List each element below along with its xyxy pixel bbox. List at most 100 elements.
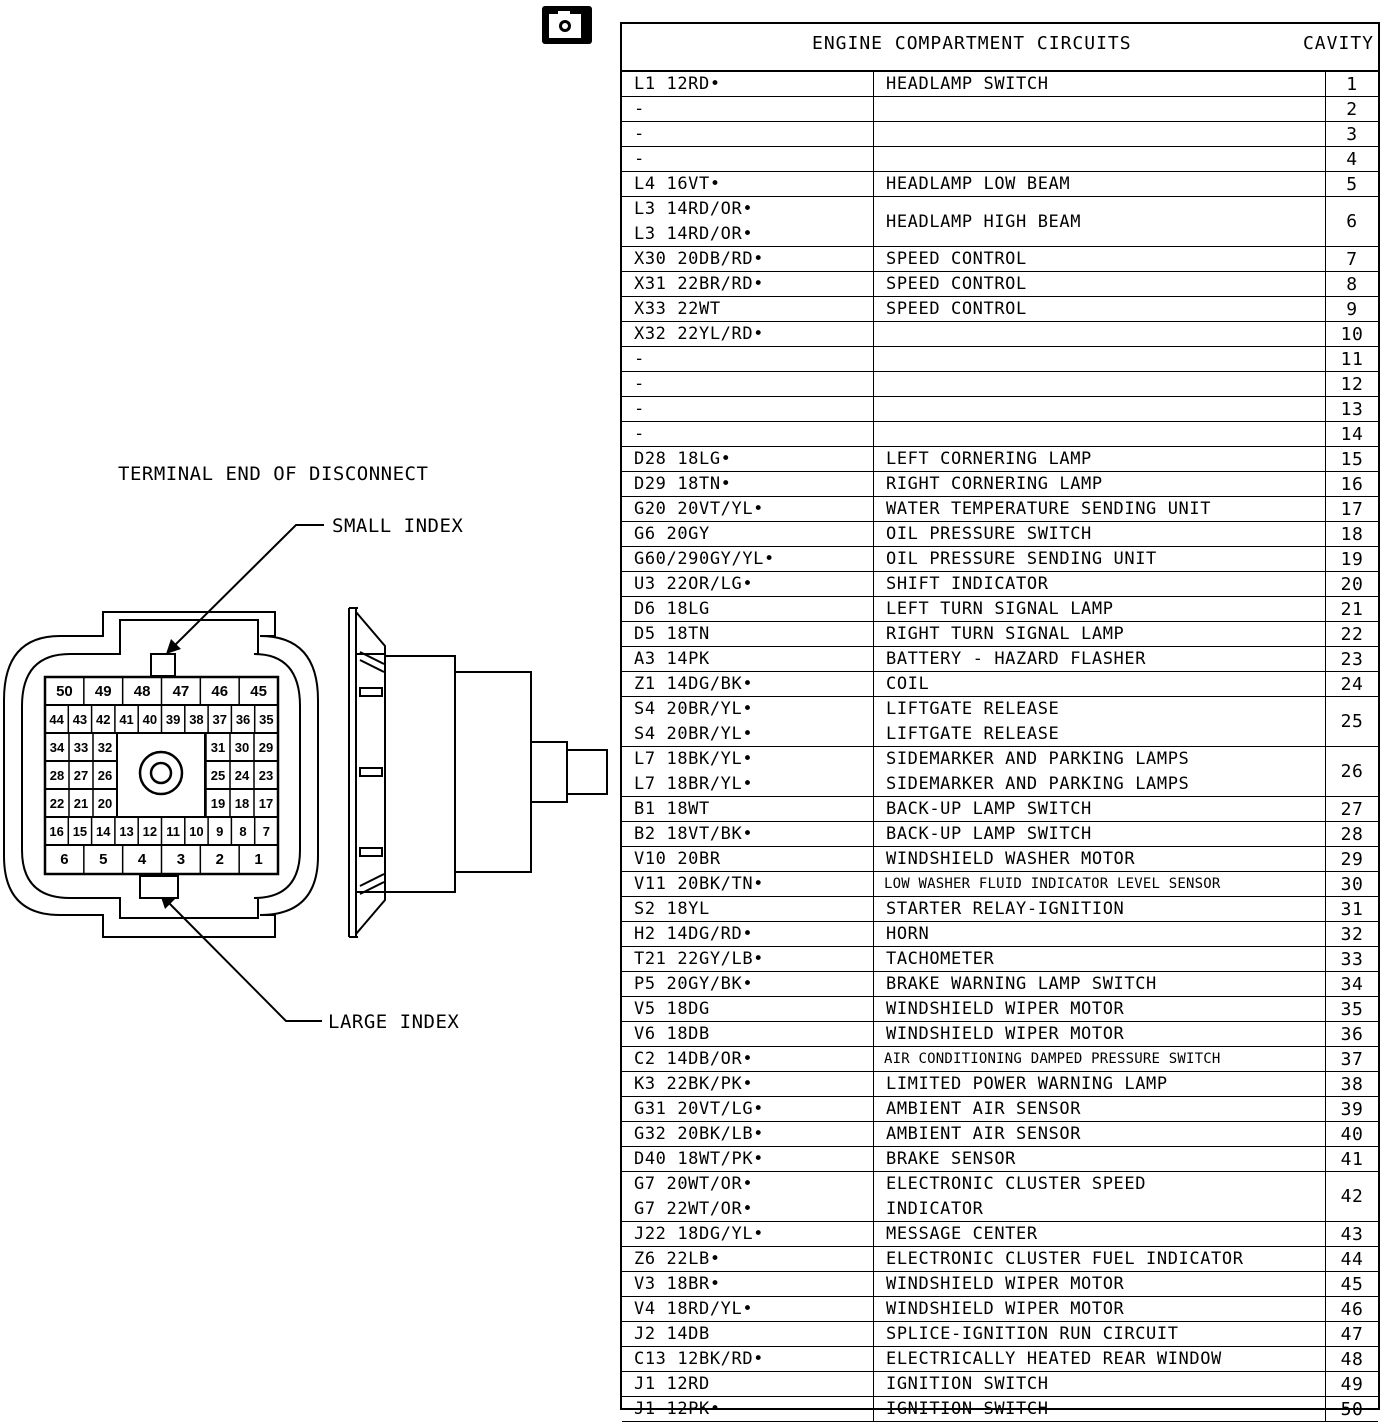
circuit-code: U3 22OR/LG• [634, 574, 754, 594]
circuit-cell: U3 22OR/LG• [622, 572, 874, 596]
cavity-number: 24 [1340, 674, 1364, 695]
cavity-number: 10 [1340, 324, 1364, 345]
cavity-number: 11 [1340, 349, 1364, 370]
cavity-number: 38 [1340, 1074, 1364, 1095]
table-row: K3 22BK/PK• LIMITED POWER WARNING LAMP 38 [622, 1072, 1378, 1097]
circuit-code: J2 14DB [634, 1324, 710, 1344]
function-cell: LIMITED POWER WARNING LAMP [874, 1072, 1326, 1096]
circuit-code: C13 12BK/RD• [634, 1349, 765, 1369]
pin-20: 20 [98, 796, 112, 811]
circuit-code: Z6 22LB• [634, 1249, 721, 1269]
function-text: BACK-UP LAMP SWITCH [886, 824, 1092, 844]
function-cell: ELECTRICALLY HEATED REAR WINDOW [874, 1347, 1326, 1371]
circuit-cell: - [622, 97, 874, 121]
circuit-code: H2 14DG/RD• [634, 924, 754, 944]
table-row: G32 20BK/LB•AMBIENT AIR SENSOR 40 [622, 1122, 1378, 1147]
table-row: - 11 [622, 347, 1378, 372]
circuit-code: P5 20GY/BK• [634, 974, 754, 994]
function-cell: OIL PRESSURE SWITCH [874, 522, 1326, 546]
circuit-cell: V10 20BR [622, 847, 874, 871]
circuit-code: L1 12RD• [634, 74, 721, 94]
pin-12: 12 [143, 824, 157, 839]
pin-31: 31 [211, 740, 225, 755]
function-cell: RIGHT CORNERING LAMP [874, 472, 1326, 496]
function-text: WINDSHIELD WASHER MOTOR [886, 849, 1136, 869]
cavity-number: 43 [1340, 1224, 1364, 1245]
pin-24: 24 [235, 768, 250, 783]
function-text: IGNITION SWITCH [886, 1374, 1049, 1394]
cavity-number: 14 [1340, 424, 1364, 445]
function-text: LEFT CORNERING LAMP [886, 449, 1092, 469]
function-text: AMBIENT AIR SENSOR [886, 1099, 1082, 1119]
circuit-cell: G32 20BK/LB• [622, 1122, 874, 1146]
circuit-code: X33 22WT [634, 299, 721, 319]
pin-25: 25 [211, 768, 225, 783]
circuit-code: K3 22BK/PK• [634, 1074, 754, 1094]
pin-26: 26 [98, 768, 112, 783]
function-text: HEADLAMP HIGH BEAM [886, 211, 1082, 232]
cavity-number: 37 [1340, 1049, 1364, 1070]
cavity-number: 2 [1346, 99, 1358, 120]
circuit-cell: L3 14RD/OR•L3 14RD/OR• [622, 197, 874, 246]
function-cell: AMBIENT AIR SENSOR [874, 1122, 1326, 1146]
function-cell: BRAKE SENSOR [874, 1147, 1326, 1171]
circuit-cell: D5 18TN [622, 622, 874, 646]
circuit-code: L4 16VT• [634, 174, 721, 194]
cavity-number: 40 [1340, 1124, 1364, 1145]
circuit-cell: X30 20DB/RD• [622, 247, 874, 271]
circuit-code: S4 20BR/YL• [634, 724, 754, 744]
function-text: WINDSHIELD WIPER MOTOR [886, 1274, 1125, 1294]
function-text: COIL [886, 674, 930, 694]
circuit-code: X31 22BR/RD• [634, 274, 765, 294]
function-text: MESSAGE CENTER [886, 1224, 1038, 1244]
circuit-cell: K3 22BK/PK• [622, 1072, 874, 1096]
table-row: C13 12BK/RD• ELECTRICALLY HEATED REAR WIN… [622, 1347, 1378, 1372]
cavity-number: 17 [1340, 499, 1364, 520]
function-cell: COIL [874, 672, 1326, 696]
function-cell [874, 397, 1326, 421]
pin-22: 22 [50, 796, 64, 811]
pin-28: 28 [50, 768, 64, 783]
cavity-number: 45 [1340, 1274, 1364, 1295]
circuit-code: - [634, 124, 645, 144]
pin-42: 42 [96, 712, 110, 727]
circuit-cell: B2 18VT/BK• [622, 822, 874, 846]
cavity-number: 46 [1340, 1299, 1364, 1320]
function-cell: WATER TEMPERATURE SENDING UNIT [874, 497, 1326, 521]
pin-5: 5 [99, 851, 107, 868]
table-row: X32 22YL/RD•10 [622, 322, 1378, 347]
pin-11: 11 [166, 824, 180, 839]
cavity-number: 8 [1346, 274, 1358, 295]
circuit-cell: G31 20VT/LG• [622, 1097, 874, 1121]
pin-43: 43 [73, 712, 87, 727]
cavity-number: 27 [1340, 799, 1364, 820]
function-text: WATER TEMPERATURE SENDING UNIT [886, 499, 1212, 519]
connector-inner-outline [21, 619, 301, 919]
circuit-code: V3 18BR• [634, 1274, 721, 1294]
function-text: RIGHT CORNERING LAMP [886, 474, 1103, 494]
function-cell: SPEED CONTROL [874, 247, 1326, 271]
camera-icon [542, 6, 592, 44]
function-cell: ELECTRONIC CLUSTER FUEL INDICATOR [874, 1247, 1326, 1271]
function-text: WINDSHIELD WIPER MOTOR [886, 999, 1125, 1019]
circuit-cell: - [622, 347, 874, 371]
cavity-number: 4 [1346, 149, 1358, 170]
pin-47: 47 [173, 683, 190, 700]
function-cell: RIGHT TURN SIGNAL LAMP [874, 622, 1326, 646]
circuit-code: G7 20WT/OR• [634, 1174, 754, 1194]
circuit-cell: X31 22BR/RD• [622, 272, 874, 296]
small-index-leader [171, 524, 324, 649]
circuit-cell: V4 18RD/YL• [622, 1297, 874, 1321]
function-text: BACK-UP LAMP SWITCH [886, 799, 1092, 819]
pin-32: 32 [98, 740, 112, 755]
circuit-code: L7 18BK/YL• [634, 749, 754, 769]
cavity-number: 41 [1340, 1149, 1364, 1170]
function-text: LIFTGATE RELEASE [886, 724, 1060, 744]
